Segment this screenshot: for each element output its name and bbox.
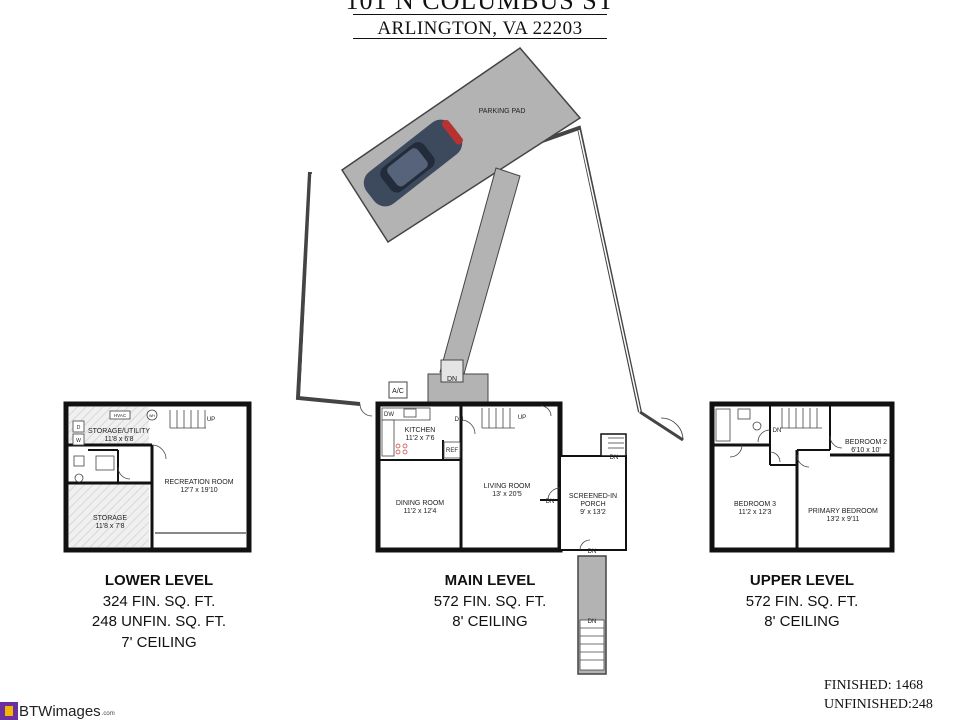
- svg-text:DN: DN: [773, 428, 782, 434]
- btwimages-logo[interactable]: BTWimages .com: [0, 702, 115, 720]
- svg-text:D: D: [77, 425, 81, 431]
- svg-text:DN: DN: [447, 376, 457, 383]
- lower-room-name: STORAGE/UTILITY: [88, 428, 150, 435]
- lower-room-dims: 11'8 x 6'8: [104, 436, 133, 443]
- main-room-name: DINING ROOM: [396, 500, 444, 507]
- svg-text:A/C: A/C: [392, 388, 404, 395]
- header-rule-bottom: [353, 38, 607, 39]
- front-stair: DN: [577, 555, 607, 675]
- level-finished: 572 FIN. SQ. FT.: [745, 592, 859, 610]
- main-room-name: LIVING ROOM: [484, 483, 531, 490]
- svg-text:DN: DN: [546, 499, 555, 505]
- upper-level-caption: UPPER LEVEL 572 FIN. SQ. FT. 8' CEILING: [702, 571, 902, 633]
- lower-room-dims: 11'8 x 7'8: [95, 523, 124, 530]
- main-room-dims: 9' x 13'2: [580, 509, 606, 516]
- main-room-dims: 13' x 20'5: [492, 491, 522, 498]
- upper-room-name: PRIMARY BEDROOM: [808, 508, 878, 515]
- main-room-name: PORCH: [580, 501, 605, 508]
- level-ceiling: 8' CEILING: [452, 613, 528, 630]
- lower-level-plan: HVAC WH D W UP STORAGE/UTILITY 11'8 x 6'…: [63, 401, 252, 553]
- header-rule-top: [353, 14, 607, 15]
- svg-text:WH: WH: [149, 414, 155, 418]
- level-finished: 324 FIN. SQ. FT.: [102, 592, 216, 610]
- logo-suffix: .com: [101, 711, 115, 717]
- main-room-name: KITCHEN: [405, 427, 436, 434]
- level-finished: 572 FIN. SQ. FT.: [433, 592, 547, 610]
- svg-text:DN: DN: [455, 417, 464, 423]
- svg-text:DN: DN: [588, 549, 597, 555]
- svg-text:UP: UP: [518, 415, 526, 421]
- main-room-dims: 11'2 x 7'6: [405, 435, 434, 442]
- upper-room-dims: 6'10 x 10': [851, 447, 881, 454]
- level-ceiling: 8' CEILING: [764, 613, 840, 630]
- property-city: ARLINGTON, VA 22203: [377, 18, 583, 39]
- level-title: MAIN LEVEL: [444, 572, 536, 589]
- lower-room-name: STORAGE: [93, 515, 127, 522]
- lower-room-dims: 12'7 x 19'10: [180, 487, 217, 494]
- main-level-plan: DW REF DN UP DN DN DN KITCHEN 11'2 x 7'6…: [375, 401, 627, 555]
- svg-text:DN: DN: [588, 619, 597, 625]
- total-finished: FINISHED: 1468: [824, 678, 924, 693]
- upper-level-plan: DN BEDROOM 2 6'10 x 10' BEDROOM 3 11'2 x…: [709, 401, 895, 553]
- total-unfinished: UNFINISHED:248: [824, 697, 933, 712]
- entry-stair: DN: [427, 359, 489, 407]
- upper-room-dims: 11'2 x 12'3: [739, 509, 772, 516]
- car-icon: [363, 119, 463, 207]
- property-address: 101 N COLUMBUS ST: [345, 0, 615, 15]
- upper-room-dims: 13'2 x 9'11: [827, 516, 860, 523]
- level-title: UPPER LEVEL: [749, 572, 855, 589]
- svg-text:W: W: [76, 438, 81, 444]
- svg-text:DN: DN: [610, 455, 619, 461]
- parking-pad-label: PARKING PAD: [479, 108, 526, 115]
- svg-text:DW: DW: [384, 412, 394, 418]
- lower-room-name: RECREATION ROOM: [164, 479, 233, 486]
- level-unfinished: 248 UNFIN. SQ. FT.: [91, 613, 227, 630]
- upper-room-name: BEDROOM 2: [845, 439, 887, 446]
- main-room-name: SCREENED-IN: [569, 493, 617, 500]
- lower-level-caption: LOWER LEVEL 324 FIN. SQ. FT. 248 UNFIN. …: [59, 571, 259, 653]
- logo-mark-icon: [0, 702, 18, 720]
- svg-text:HVAC: HVAC: [114, 413, 127, 418]
- level-ceiling: 7' CEILING: [121, 633, 197, 651]
- main-room-dims: 11'2 x 12'4: [404, 508, 437, 515]
- level-title: LOWER LEVEL: [104, 572, 214, 589]
- ac-unit: A/C: [388, 381, 408, 399]
- svg-text:UP: UP: [207, 417, 215, 423]
- main-level-caption: MAIN LEVEL 572 FIN. SQ. FT. 8' CEILING: [390, 571, 590, 633]
- upper-room-name: BEDROOM 3: [734, 501, 776, 508]
- logo-text: BTWimages: [19, 702, 101, 720]
- svg-text:REF: REF: [446, 448, 458, 454]
